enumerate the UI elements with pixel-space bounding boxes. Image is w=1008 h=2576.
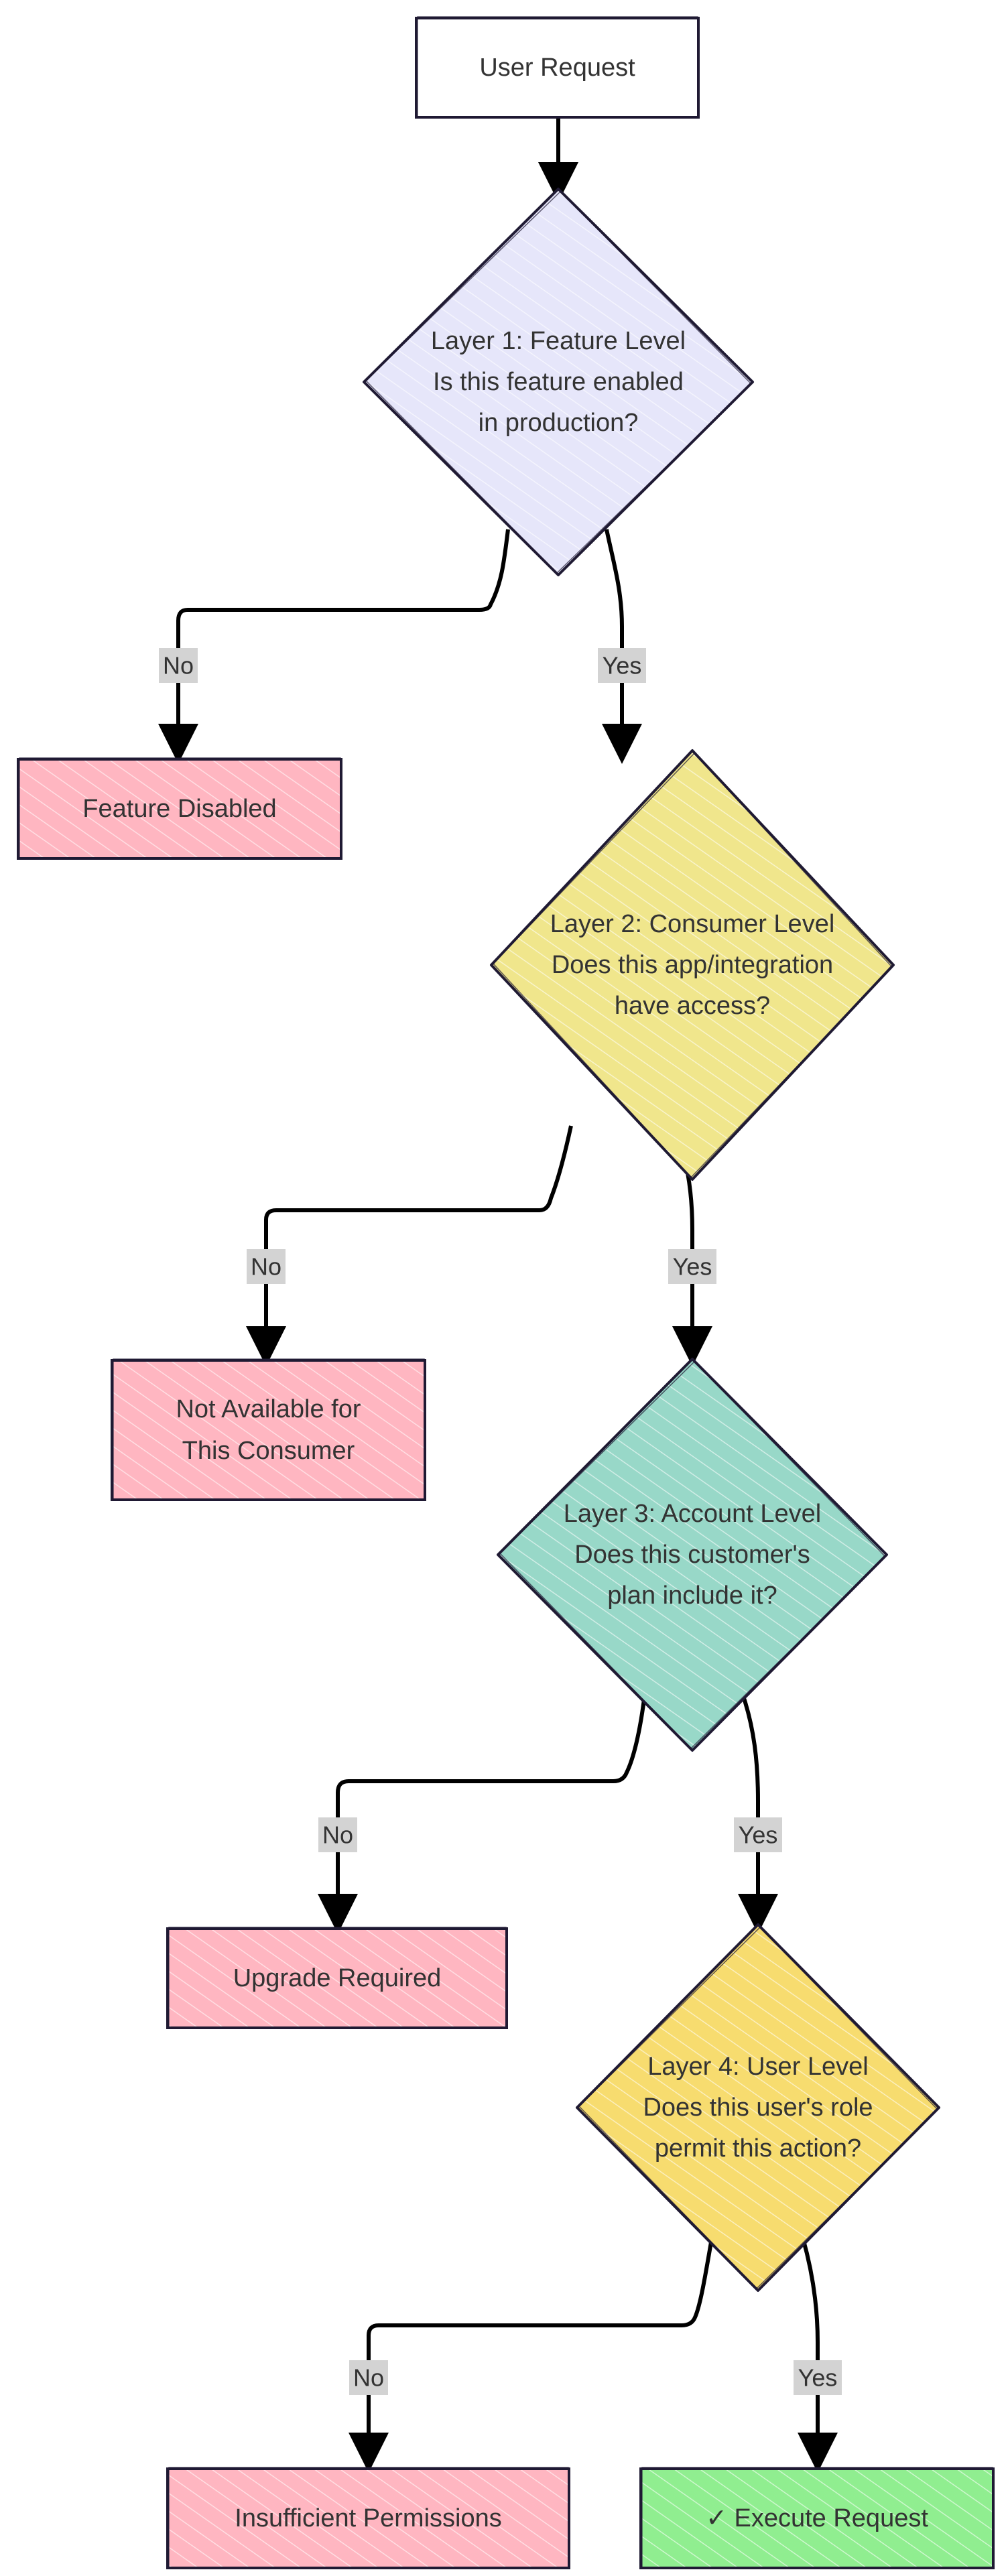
edge-label-layer3-no-text: No [322, 1821, 353, 1849]
outcome-not-available-line: Not Available for [176, 1395, 361, 1423]
decision-layer1-feature-line: Layer 1: Feature Level [431, 327, 686, 355]
decision-layer2-consumer-line: have access? [615, 992, 770, 1020]
edge-layer3-no [318, 1693, 647, 1934]
edge-label-layer1-no: No [159, 648, 198, 683]
decision-layer4-user-line: Does this user's role [643, 2094, 873, 2122]
decision-layer3-account-line: Does this customer's [574, 1541, 810, 1569]
outcome-upgrade-required-line: Upgrade Required [233, 1964, 442, 1992]
edge-layer1-no [158, 529, 510, 764]
outcome-not-available-line: This Consumer [182, 1437, 355, 1465]
outcome-execute-request: ✓ Execute Request [639, 2467, 995, 2569]
outcome-upgrade-required: Upgrade Required [166, 1927, 508, 2029]
edge-label-layer4-no-text: No [353, 2364, 384, 2392]
edge-label-layer3-yes: Yes [734, 1817, 782, 1852]
edge-label-layer1-yes: Yes [598, 648, 646, 683]
decision-layer2-consumer-line: Does this app/integration [552, 951, 833, 979]
decision-layer3-account-line: plan include it? [607, 1582, 777, 1610]
edge-layer4-no [349, 2238, 714, 2473]
edge-layer2-no [246, 1125, 573, 1366]
decision-layer2-consumer-line: Layer 2: Consumer Level [550, 910, 835, 938]
edge-label-layer2-yes-text: Yes [673, 1253, 712, 1281]
edge-label-layer1-no-text: No [163, 652, 194, 680]
decision-layer1-feature-line: Is this feature enabled [433, 368, 684, 396]
edge-label-layer2-no-text: No [251, 1253, 281, 1281]
edge-layer3-yes [738, 1693, 778, 1934]
edge-label-layer4-no: No [349, 2360, 388, 2395]
edge-label-layer1-yes-text: Yes [603, 652, 642, 680]
outcome-execute-request-line: ✓ Execute Request [706, 2504, 928, 2532]
edge-label-layer3-no: No [318, 1817, 357, 1852]
outcome-feature-disabled: Feature Disabled [17, 757, 342, 860]
decision-layer3-account-line: Layer 3: Account Level [564, 1500, 821, 1528]
decision-layer4-user-line: permit this action? [655, 2134, 861, 2163]
decision-layer1-feature: Layer 1: Feature Level Is this feature en… [363, 188, 754, 576]
edge-layer4-yes [798, 2238, 838, 2473]
edge-layer1-yes [602, 529, 642, 764]
start-node-user-request-line: User Request [479, 54, 635, 82]
decision-layer1-feature-line: in production? [479, 409, 639, 437]
outcome-insufficient-permissions-line: Insufficient Permissions [235, 2504, 501, 2532]
start-node-user-request: User Request [415, 16, 700, 119]
edge-label-layer2-no: No [247, 1249, 286, 1284]
outcome-insufficient-permissions: Insufficient Permissions [166, 2467, 570, 2569]
edge-label-layer4-yes: Yes [794, 2360, 842, 2395]
decision-layer4-user-line: Layer 4: User Level [647, 2053, 869, 2081]
outcome-feature-disabled-line: Feature Disabled [82, 795, 276, 823]
edge-label-layer4-yes-text: Yes [798, 2364, 838, 2392]
edge-label-layer3-yes-text: Yes [739, 1821, 778, 1849]
edge-label-layer2-yes: Yes [668, 1249, 716, 1284]
